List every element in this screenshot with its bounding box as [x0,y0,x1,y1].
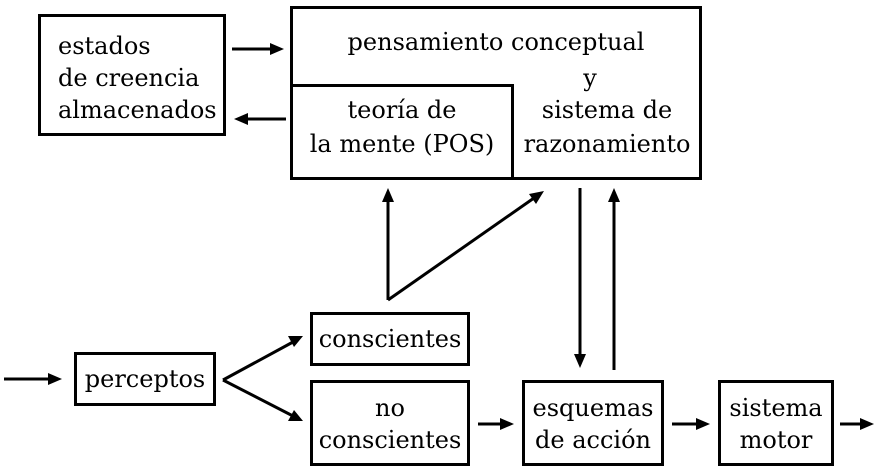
arrow-esquemas-to-motor [672,418,710,430]
pensamiento-line-1: pensamiento conceptual [347,28,645,56]
teoria-line-1: teoría de [347,96,457,124]
arrow-estados-to-pensamiento [232,43,284,55]
box-conscientes [310,312,470,366]
no-conscientes-line-1: no [375,394,405,422]
esquemas-line-2: de acción [535,426,651,454]
box-sistema-motor [718,380,834,466]
box-esquemas-accion [522,380,664,466]
box-estados-creencia [38,14,226,136]
motor-line-2: motor [739,426,813,454]
arrow-pensamiento-to-esquemas [574,188,586,368]
estados-line-2: de creencia [58,64,200,92]
box-teoria-mente [290,84,514,180]
arrow-conscientes-to-razonamiento [387,191,544,302]
box-perceptos [74,352,216,406]
arrow-motor-to-output [840,418,874,430]
no-conscientes-line-2: conscientes [318,426,462,454]
esquemas-line-1: esquemas [532,394,654,422]
arrow-no-conscientes-to-esquemas [478,418,514,430]
estados-line-3: almacenados [58,96,217,124]
arrow-esquemas-to-pensamiento [608,188,620,370]
teoria-line-2: la mente (POS) [309,130,495,158]
box-no-conscientes [310,380,470,466]
conscientes-label: conscientes [318,325,462,353]
sistema-razonamiento-line-2: razonamiento [523,130,691,158]
pensamiento-line-2: y [583,64,597,92]
perceptos-label: perceptos [84,365,206,393]
arrow-teoria-to-estados [234,113,286,125]
arrow-perceptos-to-no-conscientes [222,378,303,421]
estados-line-1: estados [58,32,151,60]
sistema-razonamiento-line-1: sistema de [541,96,673,124]
arrow-conscientes-to-teoria [382,188,394,300]
motor-line-1: sistema [729,394,823,422]
arrow-input-to-perceptos [4,373,62,385]
arrow-perceptos-to-conscientes [222,336,303,382]
